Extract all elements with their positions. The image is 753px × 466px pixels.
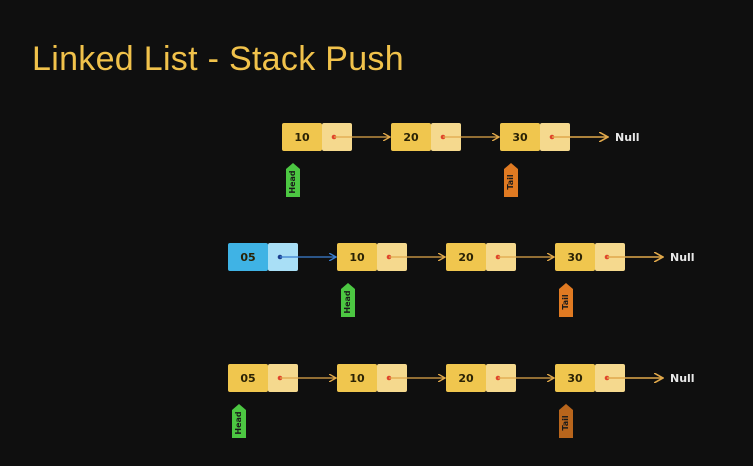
head-tag-shape bbox=[341, 283, 355, 317]
page-title: Linked List - Stack Push bbox=[32, 40, 404, 78]
node-value-label: 30 bbox=[567, 372, 583, 385]
node-value-label: 05 bbox=[240, 251, 255, 264]
head-tag: Head bbox=[286, 163, 300, 197]
node-value-box bbox=[337, 243, 377, 271]
row3-node-3: 20 bbox=[446, 364, 516, 392]
node-value-box bbox=[446, 364, 486, 392]
node-value-label: 10 bbox=[349, 251, 365, 264]
node-value-box bbox=[228, 243, 268, 271]
tail-tag-label: Tail bbox=[561, 415, 570, 431]
node-value-box bbox=[555, 364, 595, 392]
node-value-label: 20 bbox=[403, 131, 419, 144]
null-label: Null bbox=[615, 131, 640, 144]
tail-tag-shape bbox=[504, 163, 518, 197]
node-value-label: 20 bbox=[458, 251, 474, 264]
node-value-box bbox=[555, 243, 595, 271]
node-value-box bbox=[500, 123, 540, 151]
node-value-box bbox=[228, 364, 268, 392]
node-value-box bbox=[446, 243, 486, 271]
head-tag-label: Head bbox=[288, 170, 297, 194]
node-value-box bbox=[282, 123, 322, 151]
head-tag: Head bbox=[341, 283, 355, 317]
head-tag-shape bbox=[232, 404, 246, 438]
tail-tag: Tail bbox=[559, 283, 573, 317]
node-value-box bbox=[391, 123, 431, 151]
head-tag: Head bbox=[232, 404, 246, 438]
node-value-label: 10 bbox=[294, 131, 310, 144]
tail-tag: Tail bbox=[559, 404, 573, 438]
row1-node-1: 10 bbox=[282, 123, 352, 151]
tail-tag-label: Tail bbox=[506, 174, 515, 190]
node-value-label: 30 bbox=[567, 251, 583, 264]
node-value-label: 10 bbox=[349, 372, 365, 385]
null-label: Null bbox=[670, 372, 695, 385]
head-tag-label: Head bbox=[234, 411, 243, 435]
node-value-label: 05 bbox=[240, 372, 255, 385]
null-label: Null bbox=[670, 251, 695, 264]
node-value-label: 20 bbox=[458, 372, 474, 385]
node-value-label: 30 bbox=[512, 131, 528, 144]
head-tag-shape bbox=[286, 163, 300, 197]
tail-tag-shape bbox=[559, 283, 573, 317]
node-value-box bbox=[337, 364, 377, 392]
tail-tag-shape bbox=[559, 404, 573, 438]
tail-tag-label: Tail bbox=[561, 294, 570, 310]
tail-tag: Tail bbox=[504, 163, 518, 197]
head-tag-label: Head bbox=[343, 290, 352, 314]
